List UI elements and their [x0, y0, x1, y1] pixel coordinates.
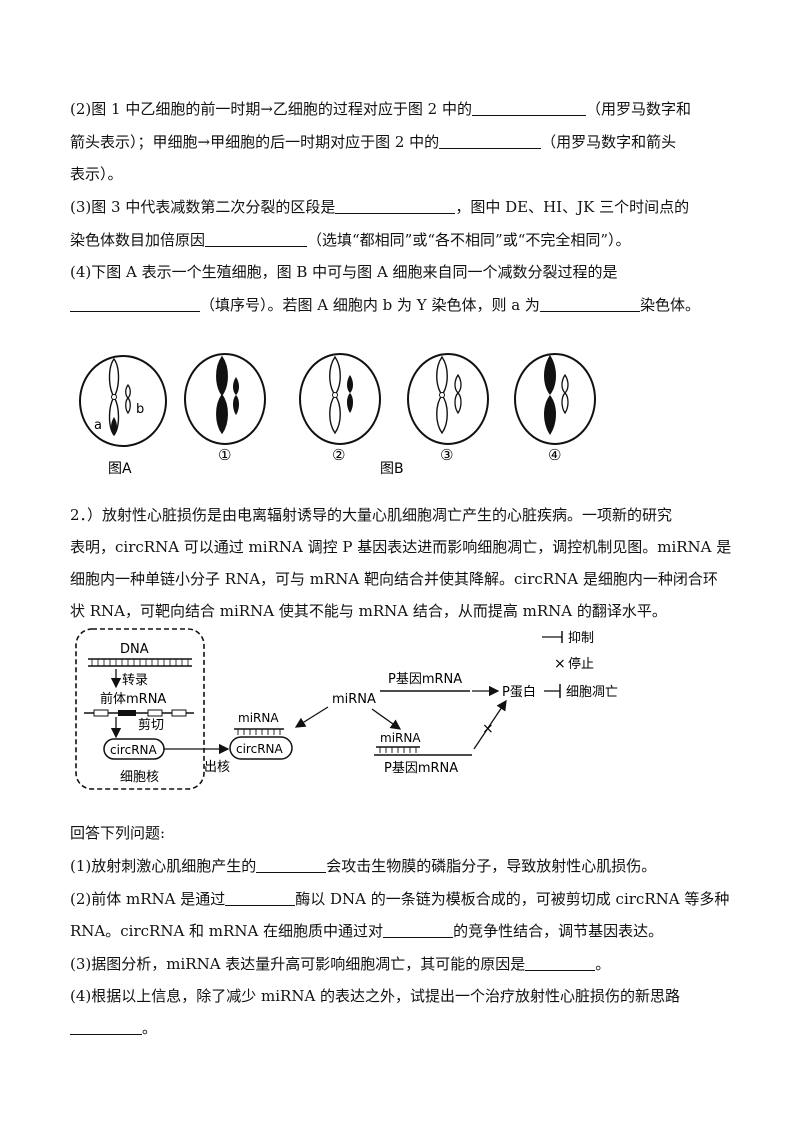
label-a: a: [94, 418, 102, 433]
cell-3-label: ③: [440, 446, 453, 464]
label-b: b: [136, 402, 144, 417]
question-3: (3)据图分析，miRNA 表达量升高可影响细胞凋亡，其可能的原因是。: [70, 949, 740, 979]
answer-blank[interactable]: [539, 293, 640, 312]
cell-2-label: ②: [332, 446, 345, 464]
answer-blank[interactable]: [225, 887, 296, 906]
dna-strand: [88, 658, 192, 667]
dna-label: DNA: [120, 642, 149, 657]
cell-1-label: ①: [218, 446, 231, 464]
stop-mark: ×: [482, 721, 494, 737]
mirna-free-label: miRNA: [332, 692, 376, 707]
answer-blank[interactable]: [256, 854, 327, 873]
q2-intro-line3: 细胞内一种单链小分子 RNA，可与 mRNA 靶向结合并使其降解。circRNA…: [70, 570, 718, 588]
cell-2: ②: [299, 353, 381, 464]
answer-blank[interactable]: [70, 1016, 142, 1035]
caption-b: 图B: [380, 461, 404, 477]
q1-part2-line1: (2)图 1 中乙细胞的前一时期→乙细胞的过程对应于图 2 中的（用罗马数字和: [70, 94, 740, 124]
apoptosis-label: 细胞凋亡: [566, 685, 618, 700]
cell-a: a b: [79, 355, 167, 447]
p-protein-label: P蛋白: [502, 684, 536, 700]
q2-intro-line4: 状 RNA，可靶向结合 miRNA 使其不能与 mRNA 结合，从而提高 mRN…: [70, 602, 667, 620]
caption-a: 图A: [108, 461, 132, 477]
regulation-diagram: DNA 转录 前体mRNA 剪切 circRNA 细胞核 出核 miRNA ci…: [75, 628, 618, 790]
question-2-line1: (2)前体 mRNA 是通过酶以 DNA 的一条链为模板合成的，可被剪切成 ci…: [70, 884, 740, 914]
mirna-bound-label: miRNA: [238, 711, 279, 725]
cell-4-label: ④: [548, 446, 561, 464]
nucleus-box: [75, 628, 205, 790]
answer-blank[interactable]: [70, 293, 200, 312]
p-gene-mrna-bottom-label: P基因mRNA: [384, 761, 458, 776]
q1-part2-line2: 箭头表示）；甲细胞→甲细胞的后一时期对应于图 2 中的（用罗马数字和箭头: [70, 127, 740, 157]
pre-mrna-strand: [84, 709, 194, 717]
question-2-line2: RNA。circRNA 和 mRNA 在细胞质中通过对的竞争性结合，调节基因表达…: [70, 916, 740, 946]
q1-part3-line1: (3)图 3 中代表减数第二次分裂的区段是，图中 DE、HI、JK 三个时间点的: [70, 192, 740, 222]
questions-header: 回答下列问题:: [70, 824, 166, 842]
question-4-line1: (4)根据以上信息，除了减少 miRNA 的表达之外，试提出一个治疗放射性心脏损…: [70, 987, 681, 1005]
q1-part4-line2: （填序号）。若图 A 细胞内 b 为 Y 染色体，则 a 为染色体。: [70, 290, 740, 320]
q2-intro-line2: 表明，circRNA 可以通过 miRNA 调控 P 基因表达进而影响细胞凋亡，…: [70, 538, 732, 556]
cell-3: ③: [407, 353, 489, 464]
legend-stop: 停止: [568, 656, 594, 672]
answer-blank[interactable]: [383, 919, 454, 938]
pre-mrna-label: 前体mRNA: [100, 691, 166, 707]
question-4-line2: 。: [70, 1013, 740, 1043]
answer-blank[interactable]: [471, 97, 586, 116]
nucleus-label: 细胞核: [120, 770, 159, 785]
q1-part4-line1: (4)下图 A 表示一个生殖细胞，图 B 中可与图 A 细胞来自同一个减数分裂过…: [70, 263, 618, 281]
q1-part3-line2: 染色体数目加倍原因（选填“都相同”或“各不相同”或“不完全相同”）。: [70, 225, 740, 255]
circrna-label: circRNA: [110, 743, 158, 757]
cell-4: ④: [514, 353, 596, 464]
answer-blank[interactable]: [439, 130, 542, 149]
mirna-lower-label: miRNA: [380, 731, 421, 745]
mirna-lower-strand: [376, 746, 420, 753]
answer-blank[interactable]: [525, 952, 596, 971]
mirna-bound-strand: [234, 728, 284, 735]
cell-1: ①: [184, 353, 266, 464]
legend-inhibit: 抑制: [568, 631, 594, 646]
transcription-label: 转录: [122, 673, 148, 688]
exit-nucleus-label: 出核: [204, 760, 230, 775]
legend-stop-icon: ×: [554, 656, 566, 672]
chromosome-cells-figure: a b 图A ① ② 图B ③ ④: [79, 353, 596, 477]
p-gene-mrna-top-label: P基因mRNA: [388, 672, 462, 687]
q2-intro-line1: 2．）放射性心脏损伤是由电离辐射诱导的大量心肌细胞凋亡产生的心脏疾病。一项新的研…: [70, 506, 673, 524]
answer-blank[interactable]: [335, 195, 456, 214]
splicing-label: 剪切: [138, 717, 164, 733]
answer-blank[interactable]: [205, 228, 308, 247]
question-1: (1)放射刺激心肌细胞产生的会攻击生物膜的磷脂分子，导致放射性心肌损伤。: [70, 851, 740, 881]
circrna-cytoplasm-label: circRNA: [236, 742, 284, 756]
circrna-cytoplasm: [229, 736, 293, 760]
q1-part2-line3: 表示）。: [70, 165, 123, 183]
